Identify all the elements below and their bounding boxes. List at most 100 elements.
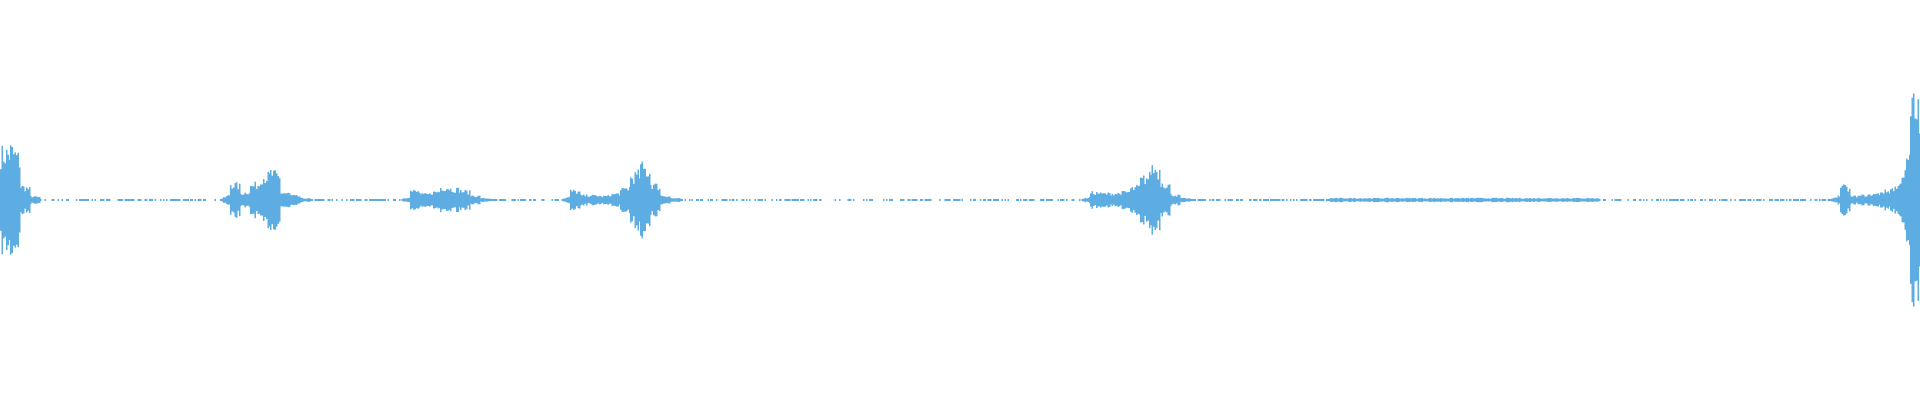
waveform-bar <box>220 199 222 201</box>
waveform-bar <box>1484 198 1486 202</box>
waveform-bar <box>754 199 756 201</box>
waveform-bar <box>146 198 148 201</box>
waveform-bar <box>1104 193 1106 207</box>
waveform-bar <box>1523 198 1525 202</box>
waveform-bar <box>1849 188 1851 212</box>
waveform-bar <box>800 199 802 201</box>
waveform-bar <box>101 199 103 201</box>
waveform-bar <box>921 199 923 201</box>
waveform-bar <box>590 196 592 204</box>
waveform-bar <box>1200 199 1202 201</box>
waveform-bar <box>623 188 625 212</box>
waveform-bar <box>839 199 841 201</box>
waveform-bar <box>1859 195 1861 205</box>
waveform-bar <box>1041 198 1043 202</box>
waveform-bar <box>444 191 446 209</box>
waveform-bar <box>570 189 572 211</box>
waveform-bar <box>1151 165 1153 235</box>
waveform-bar <box>81 199 83 201</box>
waveform-bar <box>1167 184 1169 216</box>
waveform-bar <box>1063 199 1065 201</box>
waveform-bar <box>1499 198 1501 202</box>
waveform-bar <box>1750 199 1752 201</box>
waveform-bar <box>484 198 486 202</box>
waveform-bar <box>1191 199 1193 201</box>
waveform-bar <box>26 187 28 213</box>
waveform-bar <box>929 199 931 201</box>
waveform-bar <box>1387 197 1389 203</box>
waveform-bar <box>993 199 995 201</box>
waveform-bar <box>1441 198 1443 202</box>
waveform-bar <box>987 199 989 201</box>
waveform-bar <box>310 198 312 202</box>
waveform-bar <box>417 191 419 209</box>
waveform-bar <box>121 199 123 201</box>
waveform-bar <box>1580 198 1582 202</box>
waveform-bar <box>1756 199 1758 201</box>
waveform-bar <box>1870 196 1872 204</box>
waveform-bar <box>199 198 201 201</box>
waveform-bar <box>171 198 173 201</box>
waveform-bar <box>1097 193 1099 207</box>
waveform-bar <box>266 181 268 219</box>
waveform-bar <box>787 198 789 201</box>
waveform-bar <box>994 199 996 201</box>
waveform-bar <box>1569 198 1571 202</box>
waveform-bar <box>1326 199 1328 202</box>
waveform-bar <box>920 199 922 201</box>
waveform-bar <box>953 199 955 201</box>
waveform-bar <box>1554 198 1556 202</box>
waveform-bar <box>1473 198 1475 202</box>
waveform-bar <box>926 199 928 202</box>
waveform-bar <box>1274 199 1276 201</box>
waveform-bar <box>1231 199 1233 201</box>
waveform-bar <box>1780 199 1782 202</box>
waveform-bar <box>1016 199 1018 201</box>
waveform-bar <box>1840 187 1842 213</box>
waveform-bar <box>513 199 515 202</box>
waveform-bar <box>1884 189 1886 211</box>
waveform-bar <box>1374 198 1376 203</box>
waveform-bar <box>1830 199 1832 201</box>
waveform-bar <box>214 198 216 202</box>
waveform-bar <box>1204 199 1206 201</box>
waveform-bar <box>1407 198 1409 202</box>
waveform-bar <box>127 199 129 201</box>
waveform-bar <box>644 168 646 232</box>
waveform-bar <box>1030 199 1032 201</box>
waveform-bar <box>1271 199 1273 201</box>
waveform-bar <box>329 199 331 202</box>
waveform-bar <box>1327 199 1329 201</box>
waveform-bar <box>376 199 378 201</box>
waveform-bar <box>191 199 193 201</box>
waveform-bar <box>646 176 648 224</box>
waveform-bar <box>1910 116 1912 284</box>
waveform-bar <box>776 199 778 201</box>
waveform-bar <box>1154 170 1156 230</box>
waveform-bar <box>1517 198 1519 202</box>
waveform-bar <box>66 198 68 202</box>
waveform-bar <box>1913 93 1915 307</box>
waveform-bar <box>1024 199 1026 201</box>
waveform-bar <box>534 199 536 201</box>
waveform-bar <box>1419 198 1421 202</box>
waveform-bar <box>1643 199 1645 201</box>
waveform-bar <box>1916 119 1918 281</box>
waveform-bar <box>1390 198 1392 202</box>
waveform-bar <box>1127 191 1129 209</box>
waveform-bar <box>336 199 338 201</box>
waveform-bar <box>1614 198 1616 202</box>
waveform-bar <box>3 161 5 239</box>
waveform-bar <box>291 195 293 205</box>
waveform-bar <box>1781 199 1783 201</box>
waveform-bar <box>1114 193 1116 207</box>
waveform-bar <box>424 193 426 207</box>
waveform-bar <box>379 199 381 201</box>
waveform-bar <box>973 199 975 201</box>
waveform-bar <box>1757 199 1759 201</box>
waveform-bar <box>1400 198 1402 202</box>
waveform-bar <box>179 199 181 201</box>
waveform-bar <box>1423 198 1425 202</box>
waveform-bar <box>1093 194 1095 206</box>
